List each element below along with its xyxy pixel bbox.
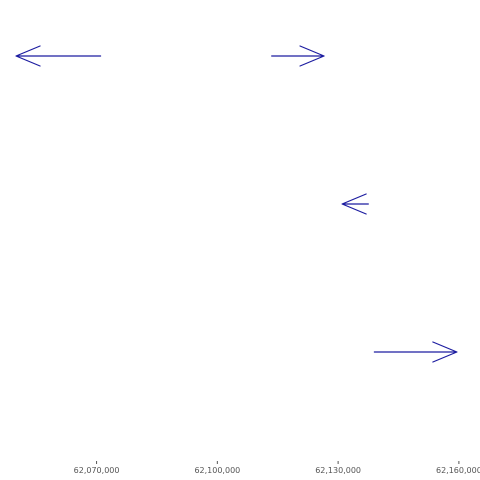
feature-arrow-forward-1 (271, 45, 325, 67)
axis-tick-label-1: 62,100,000 (194, 466, 240, 475)
feature-arrow-reverse-2 (341, 193, 369, 215)
coordinate-axis: 62,070,000 62,100,000 62,130,000 62,160,000 (74, 461, 480, 475)
axis-tick-label-0: 62,070,000 (74, 466, 120, 475)
feature-arrow-reverse-0 (15, 45, 102, 67)
feature-arrow-forward-3 (373, 341, 458, 363)
axis-tick-label-3: 62,160,000 (436, 466, 480, 475)
features-layer (15, 45, 458, 363)
axis-tick-label-2: 62,130,000 (315, 466, 361, 475)
